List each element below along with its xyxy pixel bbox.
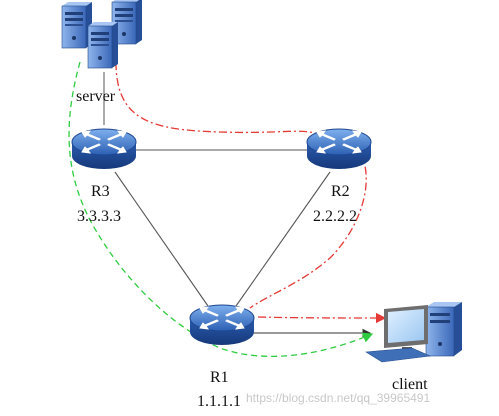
- router-icon: [71, 128, 137, 170]
- link-r3-r1: [114, 171, 209, 307]
- router-r3: R3 3.3.3.3: [71, 128, 137, 225]
- r2-name: R2: [331, 183, 350, 200]
- r1-ip: 1.1.1.1: [197, 393, 241, 410]
- path-green-dashed: [68, 61, 374, 357]
- r3-ip: 3.3.3.3: [77, 208, 121, 225]
- r1-name: R1: [210, 369, 229, 386]
- client-label: client: [392, 376, 428, 393]
- desktop-computer-icon: [365, 302, 462, 363]
- r2-ip: 2.2.2.2: [313, 208, 357, 225]
- server-label: server: [76, 88, 116, 105]
- router-icon: [189, 304, 255, 346]
- watermark-text: https://blog.csdn.net/qq_39965491: [246, 391, 430, 405]
- r3-name: R3: [91, 183, 110, 200]
- client-node: client: [365, 302, 462, 393]
- router-r1: R1 1.1.1.1: [189, 304, 255, 410]
- path-red-dashdot: [115, 61, 385, 318]
- server-node: server: [61, 0, 143, 105]
- server-icon: [61, 0, 143, 69]
- router-r2: R2 2.2.2.2: [306, 128, 372, 225]
- link-r2-r1: [235, 171, 331, 307]
- router-icon: [306, 128, 372, 170]
